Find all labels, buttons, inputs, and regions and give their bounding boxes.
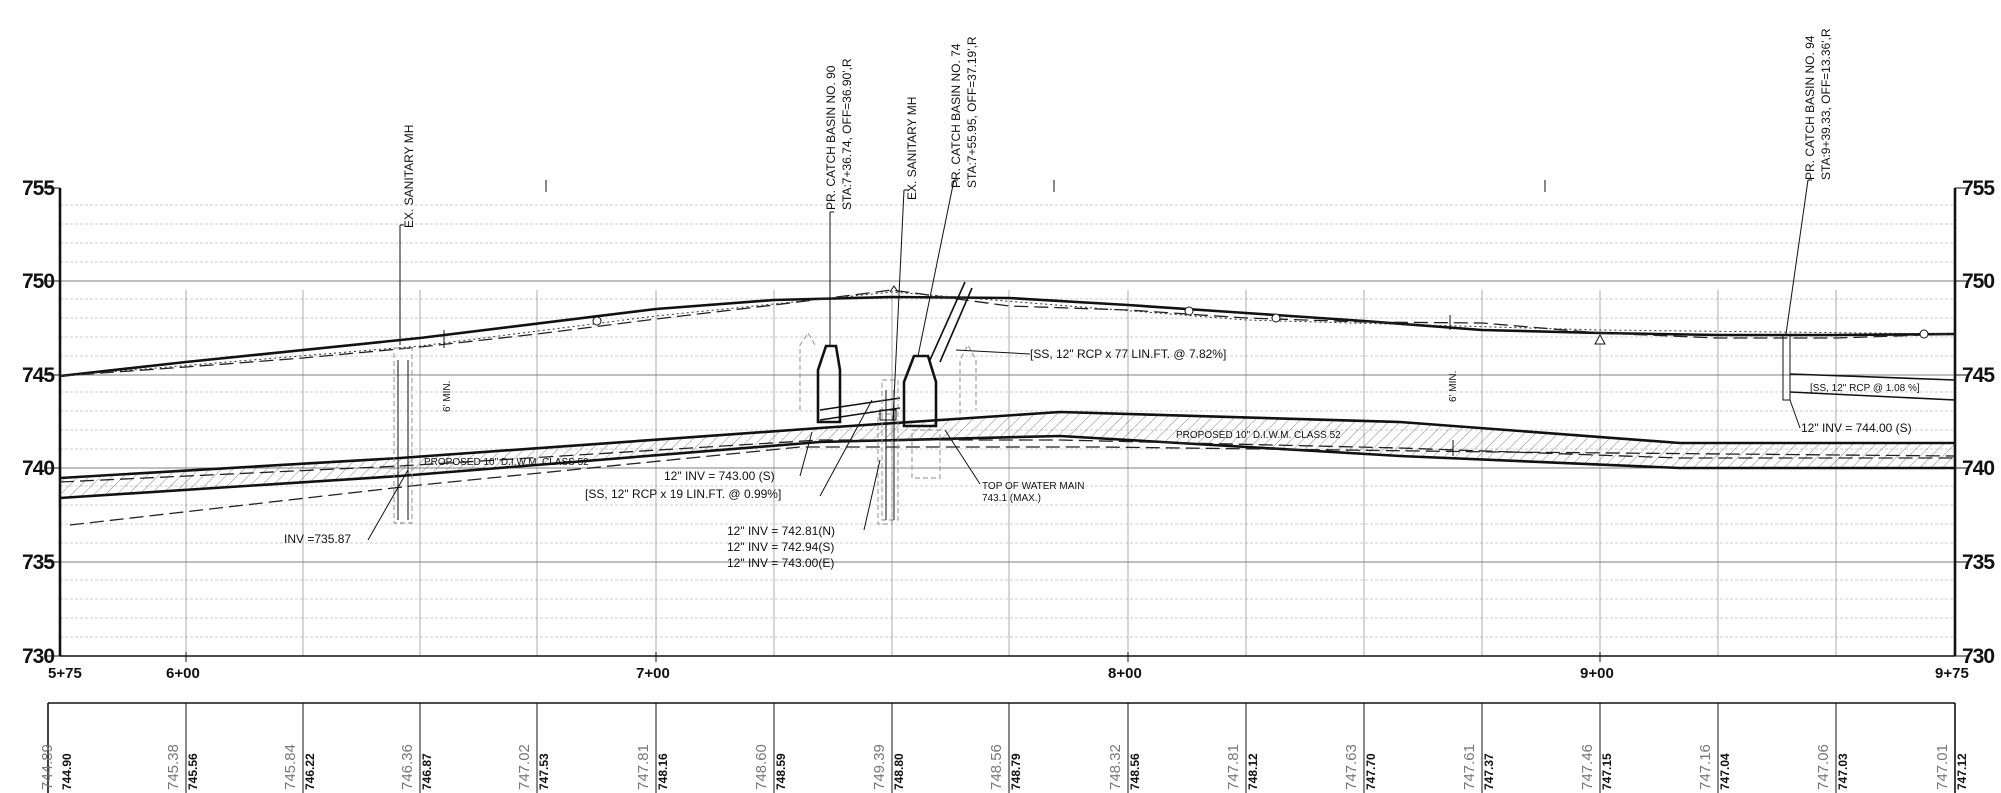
proposed-elevation-9: 748.56 [1128,753,1142,790]
callout-min-cover-2: 6' MIN. [1448,371,1459,402]
elevation-axis-left: 755 750 745 740 735 730 [22,177,60,668]
callout-proposed-wm-2: PROPOSED 10" D.I.W.M. CLASS 52 [1176,430,1341,441]
station-label-6-00: 6+00 [166,665,200,682]
callout-cb74-line2: STA:7+55.95, OFF=37.19',R [965,36,979,188]
proposed-water-main [59,410,1956,526]
elevation-axis-right: 755 750 745 740 735 730 [1955,177,1996,668]
callout-cb74-line1: PR. CATCH BASIN NO. 74 [949,43,963,188]
elev-label-750-left: 750 [22,270,54,293]
structures [393,332,977,525]
existing-elevation-16: 747.01 [1934,744,1951,790]
proposed-elevation-0: 744.90 [60,753,74,790]
existing-elevation-1: 745.38 [165,744,182,790]
station-label-9-00: 9+00 [1580,665,1614,682]
ground-profiles [59,285,1956,378]
grid [58,180,1957,657]
proposed-elevation-1: 745.56 [186,753,200,790]
existing-elevation-15: 747.06 [1815,744,1832,790]
proposed-elevation-4: 747.53 [537,753,551,790]
callouts: EX. SANITARY MH EX. SANITARY MH PR. CATC… [284,28,1920,570]
callout-proposed-wm-1: PROPOSED 10" D.I.W.M. CLASS 52 [424,457,589,468]
callout-cb94-line1: PR. CATCH BASIN NO. 94 [1803,35,1817,180]
callout-inv-73587: INV =735.87 [284,532,351,546]
callout-min-cover-1: 6' MIN. [442,381,453,412]
proposed-elevation-14: 747.04 [1718,753,1732,790]
callout-ss-77: [SS, 12" RCP x 77 LIN.FT. @ 7.82%] [1030,347,1226,361]
proposed-ground-line [59,295,1956,378]
existing-elevation-4: 747.02 [516,744,533,790]
elev-label-755-left: 755 [22,177,55,200]
elev-label-735-left: 735 [22,551,55,574]
station-axis: 5+75 6+00 7+00 8+00 9+00 9+75 [48,652,1969,682]
callout-cb90-line1: PR. CATCH BASIN NO. 90 [824,65,838,210]
callout-ss-108: [SS, 12" RCP @ 1.08 %] [1810,383,1920,394]
existing-elevation-13: 747.46 [1579,744,1596,790]
proposed-elevation-15: 747.03 [1836,753,1850,790]
existing-elevation-0: 744.89 [39,744,56,790]
sewer-pipes [819,281,1956,421]
ex-sanitary-mh-2-shape [881,379,899,521]
elev-label-755-right: 755 [1962,177,1995,200]
elev-label-735-right: 735 [1962,551,1995,574]
leaders [367,179,1812,541]
elev-label-740-right: 740 [1962,457,1994,480]
existing-elevation-11: 747.63 [1343,744,1360,790]
ex-sanitary-mh-1-shape [393,347,413,524]
proposed-elevation-6: 748.59 [774,753,788,790]
callout-ex-sanitary-mh-2: EX. SANITARY MH [905,97,919,200]
existing-elevation-6: 748.60 [753,744,770,790]
existing-elevation-2: 745.84 [282,744,299,790]
proposed-elevation-13: 747.15 [1600,753,1614,790]
elevation-table: 744.89 744.90 745.38 745.56 745.84 746.22 746.… [39,702,1969,793]
existing-elevation-12: 747.61 [1461,744,1478,790]
proposed-elevation-8: 748.79 [1009,753,1023,790]
existing-elevation-14: 747.16 [1697,744,1714,790]
existing-elevation-10: 747.81 [1225,744,1242,790]
callout-cb90-line2: STA:7+36.74, OFF=36.90',R [840,58,854,210]
station-label-5-75: 5+75 [48,665,82,682]
elev-label-745-left: 745 [22,364,55,387]
callout-inv-744: 12" INV = 744.00 (S) [1801,421,1912,435]
existing-elevation-5: 747.81 [635,744,652,790]
elev-label-745-right: 745 [1962,364,1995,387]
proposed-elevation-10: 748.12 [1246,753,1260,790]
callout-inv-743s: 12" INV = 743.00 (S) [664,469,775,483]
callout-inv-n: 12" INV = 742.81(N) [727,524,835,538]
callout-inv-s: 12" INV = 742.94(S) [727,540,834,554]
callout-top-water-main-1: TOP OF WATER MAIN [982,481,1084,492]
callout-top-water-main-2: 743.1 (MAX.) [982,493,1041,504]
proposed-elevation-7: 748.80 [892,753,906,790]
elev-label-730-left: 730 [22,645,54,668]
existing-elevation-9: 748.32 [1107,744,1124,790]
proposed-elevation-11: 747.70 [1364,753,1378,790]
callout-inv-e: 12" INV = 743.00(E) [727,556,834,570]
elev-label-750-right: 750 [1962,270,1994,293]
elev-label-730-right: 730 [1962,645,1994,668]
catch-basin-74 [902,354,938,428]
existing-elevation-3: 746.36 [399,744,416,790]
catch-basin-90 [816,344,842,424]
callout-ss-19: [SS, 12" RCP x 19 LIN.FT. @ 0.99%] [585,487,781,501]
proposed-elevation-2: 746.22 [303,753,317,790]
elev-label-740-left: 740 [22,457,54,480]
existing-ground-line [59,289,1956,377]
callout-ex-sanitary-mh-1: EX. SANITARY MH [402,125,416,228]
station-label-7-00: 7+00 [636,665,670,682]
existing-elevation-8: 748.56 [988,744,1005,790]
proposed-elevation-12: 747.37 [1482,753,1496,790]
station-label-9-75: 9+75 [1935,665,1969,682]
proposed-elevation-3: 746.87 [420,753,434,790]
proposed-elevation-16: 747.12 [1955,753,1969,790]
station-label-8-00: 8+00 [1108,665,1142,682]
proposed-elevation-5: 748.16 [656,753,670,790]
callout-cb94-line2: STA:9+39.33, OFF=13.36',R [1819,28,1833,180]
existing-elevation-7: 749.39 [871,744,888,790]
